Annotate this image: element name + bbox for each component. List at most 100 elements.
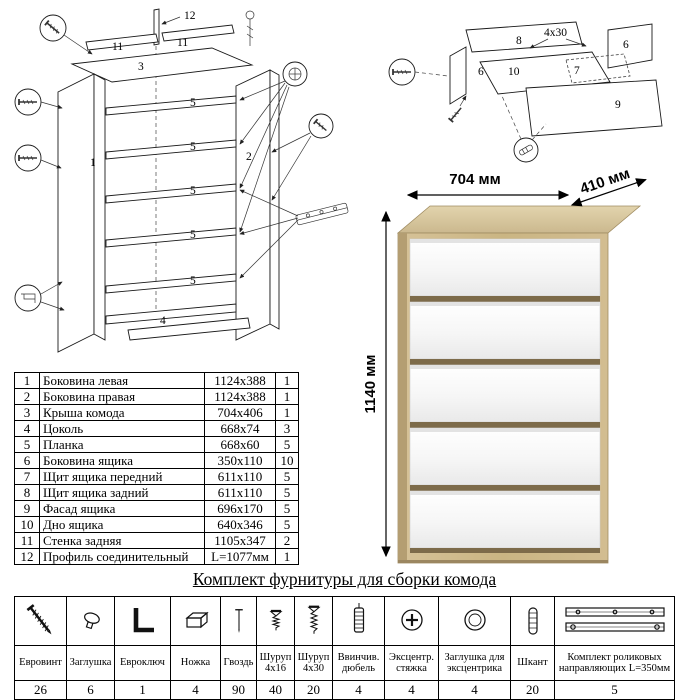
part-name-cell: Боковина правая — [39, 388, 205, 405]
top-panel — [70, 47, 254, 83]
part-qty-cell: 3 — [275, 420, 299, 437]
table-row: 3 Крыша комода 704x406 1 — [14, 404, 299, 421]
part-qty-cell: 5 — [275, 516, 299, 533]
part-name-cell: Боковина левая — [39, 372, 205, 389]
part-name-cell: Боковина ящика — [39, 452, 205, 469]
phillips-screw-callout — [239, 61, 308, 233]
depth-dimension-label: 410 мм — [578, 165, 632, 198]
hardware-name: Эксцентр. стяжка — [384, 645, 439, 681]
part-label-5: 5 — [190, 275, 196, 287]
part-label-5: 5 — [190, 185, 196, 197]
corner-bracket-callout — [14, 281, 65, 312]
plinth-board — [105, 303, 237, 325]
table-row: 11 Стенка задняя 1105x347 2 — [14, 532, 299, 549]
screw-icon — [306, 605, 321, 634]
width-dimension: 704 мм — [406, 171, 570, 200]
part-name-cell: Щит ящика задний — [39, 484, 205, 501]
part-number-cell: 5 — [14, 436, 40, 453]
part-qty-cell: 5 — [275, 484, 299, 501]
drawer-bottom-panel — [479, 51, 611, 95]
part-size-cell: 696x170 — [204, 500, 276, 517]
foot-icon — [184, 611, 209, 629]
part-name-cell: Цоколь — [39, 420, 205, 437]
drawer-front — [409, 238, 601, 297]
depth-dimension: 410 мм — [570, 165, 647, 207]
hardware-name: Заглушка для эксцентрика — [438, 645, 511, 681]
drawer-front — [409, 427, 601, 486]
cam-lock-icon — [400, 609, 423, 631]
parts-table: 1 Боковина левая 1124x388 1 2 Боковина п… — [14, 372, 299, 565]
screw-icon — [268, 609, 283, 631]
part-size-cell: 1124x388 — [204, 372, 276, 389]
part-qty-cell: 5 — [275, 500, 299, 517]
table-row: 2 Боковина правая 1124x388 1 — [14, 388, 299, 405]
hardware-name: Евроключ — [114, 645, 171, 681]
hardware-qty: 20 — [510, 680, 555, 700]
left-side-panel — [57, 73, 95, 353]
part-name-cell: Щит ящика передний — [39, 468, 205, 485]
part-number-cell: 9 — [14, 500, 40, 517]
screw-icon — [245, 10, 255, 46]
chest-render: 1140 мм 704 мм 410 мм — [362, 165, 647, 564]
hardware-name: Евровинт — [14, 645, 67, 681]
part-qty-cell: 5 — [275, 468, 299, 485]
drawer-slide-icon — [239, 189, 349, 279]
back-panel-right — [161, 24, 235, 42]
hardware-qty: 40 — [256, 680, 295, 700]
part-label-9: 9 — [615, 99, 621, 111]
hardware-name: Шуруп 4x30 — [294, 645, 333, 681]
part-size-cell: 668x60 — [204, 436, 276, 453]
rail — [105, 95, 237, 116]
hardware-name: Заглушка — [66, 645, 115, 681]
hardware-name: Шкант — [510, 645, 555, 681]
part-size-cell: 350x110 — [204, 452, 276, 469]
part-label-11: 11 — [177, 37, 188, 49]
height-dimension: 1140 мм — [362, 210, 391, 558]
hardware-name: Шуруп 4x16 — [256, 645, 295, 681]
part-number-cell: 3 — [14, 404, 40, 421]
hardware-qty: 4 — [384, 680, 439, 700]
part-number-cell: 6 — [14, 452, 40, 469]
part-label-3: 3 — [138, 61, 144, 73]
dowel-callout — [501, 95, 547, 163]
table-row: 8 Щит ящика задний 611x110 5 — [14, 484, 299, 501]
part-label-1: 1 — [90, 157, 96, 169]
chest-top-surface — [396, 205, 642, 234]
table-row: 12 Профиль соединительный L=1077мм 1 — [14, 548, 299, 565]
part-label-8: 8 — [516, 35, 522, 47]
part-qty-cell: 1 — [275, 388, 299, 405]
rail — [105, 273, 237, 294]
part-name-cell: Дно ящика — [39, 516, 205, 533]
screw-callout — [271, 113, 334, 201]
plinth-board — [127, 317, 251, 341]
part-number-cell: 11 — [14, 532, 40, 549]
cam-cap-icon — [463, 609, 486, 631]
part-label-12: 12 — [184, 10, 196, 22]
chest-left-edge — [398, 233, 407, 563]
hardware-name: Ввинчив. дюбель — [332, 645, 385, 681]
nail-icon — [234, 609, 243, 633]
part-qty-cell: 1 — [275, 404, 299, 421]
part-number-cell: 10 — [14, 516, 40, 533]
part-name-cell: Стенка задняя — [39, 532, 205, 549]
part-name-cell: Планка — [39, 436, 205, 453]
hardware-names-row: Евровинт Заглушка Евроключ Ножка Гвоздь … — [14, 645, 675, 681]
part-number-cell: 1 — [14, 372, 40, 389]
drawer-facade — [525, 79, 663, 137]
drawer-slides-icon — [564, 607, 665, 632]
part-label-2: 2 — [246, 151, 252, 163]
drawer-side-panel — [449, 46, 467, 105]
height-dimension-label: 1140 мм — [362, 355, 379, 414]
wood-dowel-icon — [527, 607, 538, 635]
part-size-cell: 1124x388 — [204, 388, 276, 405]
hardware-qty: 26 — [14, 680, 67, 700]
screw-callout — [39, 14, 93, 55]
part-qty-cell: 1 — [275, 372, 299, 389]
table-row: 1 Боковина левая 1124x388 1 — [14, 372, 299, 389]
hardware-qty: 4 — [170, 680, 221, 700]
back-panel-left — [85, 33, 159, 51]
screw-size-note: 4x30 — [544, 27, 567, 39]
drawer-front — [409, 364, 601, 423]
cabinet-exploded-diagram: 12 11 11 3 1 2 5 5 5 5 5 4 — [14, 8, 349, 353]
confirmat-screw-icon — [26, 604, 51, 635]
